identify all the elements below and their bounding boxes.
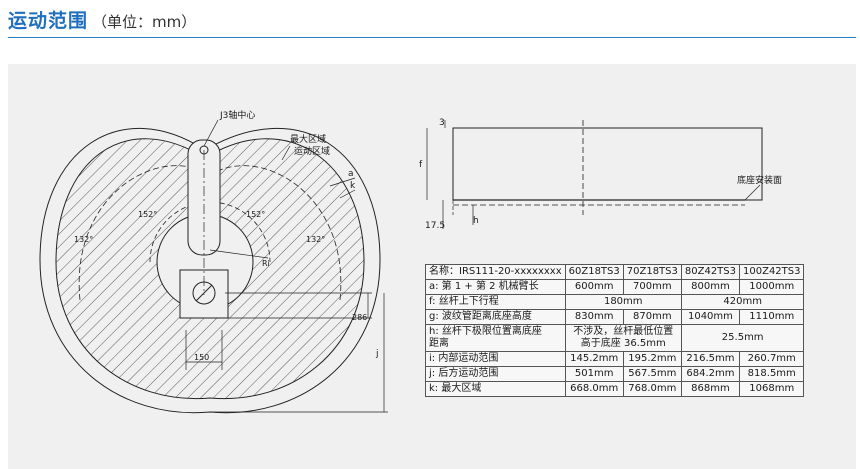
table-row: f: 丝杆上下行程 180mm 420mm [425,294,805,310]
table-cell: 800mm [680,279,741,295]
table-cell: 216.5mm [680,351,741,367]
page-header: 运动范围 （单位：mm） [8,6,196,34]
angle-132-right: 132° [306,235,325,244]
table-cell: 818.5mm [738,366,805,382]
motion-range-top-view: J3轴中心 最大区域 运动区域 a k 152° 152° 132° 132° … [39,109,388,414]
ri-label: Ri [262,259,270,268]
table-cell: 145.2mm [564,351,624,367]
stroke-side-view: 3 f 17.5 h 底座安装面 [419,118,782,231]
stroke-envelope [452,127,763,201]
row-label: f: 丝杆上下行程 [425,294,566,310]
row-label: h: 丝杆下极限位置离底座 距离 [425,324,566,352]
table-row: h: 丝杆下极限位置离底座 距离 不涉及，丝杆最低位置 高于底座 36.5mm … [425,324,805,352]
table-cell: 600mm [564,279,624,295]
angle-132-left: 132° [74,235,93,244]
table-cell: 180mm [564,294,682,310]
angle-152-left: 152° [138,210,157,219]
dim-k-label: k [350,181,356,191]
cell-line: 高于底座 36.5mm [580,338,666,349]
table-row: a: 第 1 + 第 2 机械臂长 600mm 700mm 800mm 1000… [425,279,805,295]
table-cell: 830mm [564,309,624,325]
table-cell: 668.0mm [564,381,624,397]
table-cell: 420mm [680,294,805,310]
j3-center-label: J3轴中心 [219,109,255,121]
dim-f-label: f [419,160,423,170]
page-title: 运动范围 [8,10,89,32]
table-cell: 684.2mm [680,366,741,382]
row-label-line: h: 丝杆下极限位置离底座 [429,326,542,337]
table-row: i: 内部运动范围 145.2mm 195.2mm 216.5mm 260.7m… [425,351,805,367]
table-header-cell: 100Z42TS3 [738,264,805,280]
base-mount-label: 底座安装面 [737,174,782,186]
row-label: a: 第 1 + 第 2 机械臂长 [425,279,566,295]
dim-j-label: j [375,349,379,359]
table-cell: 不涉及，丝杆最低位置 高于底座 36.5mm [564,324,682,352]
table-row: k: 最大区域 668.0mm 768.0mm 868mm 1068mm [425,381,805,397]
table-header-cell: 80Z42TS3 [680,264,741,280]
row-label: k: 最大区域 [425,381,566,397]
table-cell: 700mm [622,279,682,295]
table-header-cell: 60Z18TS3 [564,264,624,280]
table-row: g: 波纹管距离底座高度 830mm 870mm 1040mm 1110mm [425,309,805,325]
table-cell: 195.2mm [622,351,682,367]
table-cell: 567.5mm [622,366,682,382]
title-underline [8,37,856,38]
dim-a-label: a [348,169,354,179]
dim-286-label: 286 [352,313,367,322]
cell-line: 不涉及，丝杆最低位置 [573,326,674,337]
table-header-cell: 名称：IRS111-20-xxxxxxxx [425,264,566,280]
table-cell: 260.7mm [738,351,805,367]
table-header-row: 名称：IRS111-20-xxxxxxxx 60Z18TS3 70Z18TS3 … [425,264,805,280]
motion-area-label: 运动区域 [294,145,330,157]
table-header-cell: 70Z18TS3 [622,264,682,280]
table-cell: 870mm [622,309,682,325]
table-cell: 501mm [564,366,624,382]
row-label: g: 波纹管距离底座高度 [425,309,566,325]
table-cell: 868mm [680,381,741,397]
table-cell: 25.5mm [680,324,805,352]
table-cell: 1000mm [738,279,805,295]
row-label: i: 内部运动范围 [425,351,566,367]
table-cell: 1040mm [680,309,741,325]
dim-3-label: 3 [439,118,445,128]
motion-area-hatched [55,138,365,400]
table-row: j: 后方运动范围 501mm 567.5mm 684.2mm 818.5mm [425,366,805,382]
table-cell: 1068mm [738,381,805,397]
dim-17-5-label: 17.5 [425,221,445,231]
angle-152-right: 152° [246,210,265,219]
table-cell: 768.0mm [622,381,682,397]
dim-150-label: 150 [194,353,209,362]
spec-table: 名称：IRS111-20-xxxxxxxx 60Z18TS3 70Z18TS3 … [425,264,805,397]
unit-note: （单位：mm） [92,13,197,31]
max-area-label: 最大区域 [290,133,326,145]
table-cell: 1110mm [738,309,805,325]
row-label: j: 后方运动范围 [425,366,566,382]
dim-h-label: h [473,216,479,226]
row-label-line: 距离 [429,338,449,349]
